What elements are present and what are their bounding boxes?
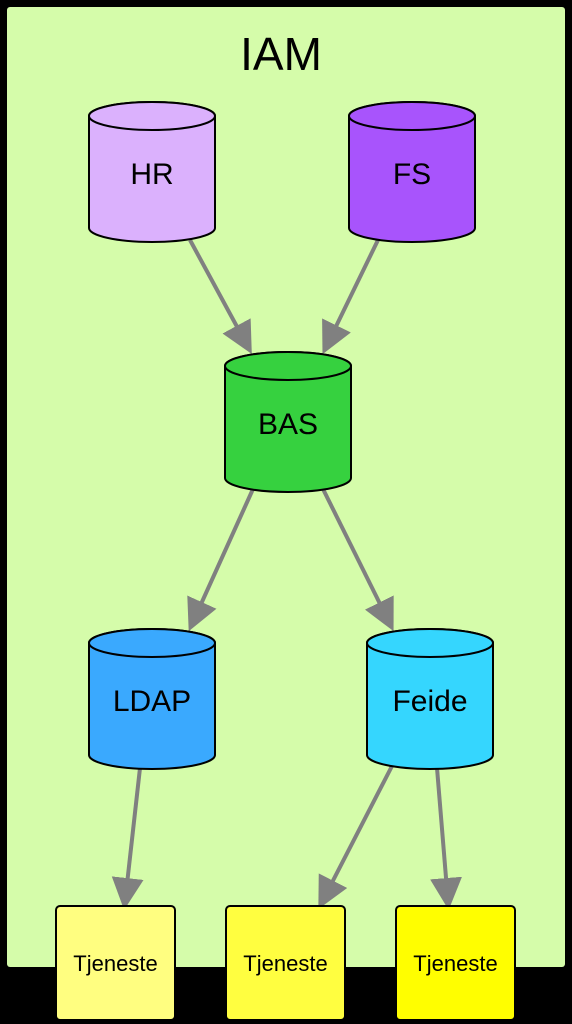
database-ldap-label: LDAP	[113, 685, 191, 718]
service-1-box: Tjeneste	[55, 905, 176, 1021]
database-hr-top	[88, 101, 216, 131]
diagram-title: IAM	[240, 28, 322, 80]
database-bas-top	[224, 351, 352, 381]
service-2-label: Tjeneste	[243, 951, 327, 976]
database-feide-top	[366, 628, 494, 658]
service-3-rect	[395, 905, 516, 1021]
database-hr-label: HR	[130, 158, 173, 191]
arrow-feide-to-service-2	[318, 765, 394, 910]
service-2-box: Tjeneste	[225, 905, 346, 1021]
database-hr: HR	[88, 101, 216, 243]
arrow-hr-to-bas	[188, 239, 252, 355]
arrow-ldap-to-service-1	[111, 767, 144, 910]
service-3-box: Tjeneste	[395, 905, 516, 1021]
arrow-feide-to-service-3	[430, 767, 462, 910]
database-fs: FS	[348, 101, 476, 243]
arrow-bas-to-ldap	[187, 488, 255, 632]
service-1-rect	[55, 905, 176, 1021]
arrow-bas-to-feide	[321, 488, 394, 632]
database-bas-label: BAS	[258, 408, 318, 441]
database-fs-label: FS	[393, 158, 431, 191]
database-feide: Feide	[366, 628, 494, 770]
database-ldap: LDAP	[88, 628, 216, 770]
service-2-rect	[225, 905, 346, 1021]
service-3-label: Tjeneste	[413, 951, 497, 976]
connections	[111, 239, 462, 910]
database-bas: BAS	[224, 351, 352, 493]
database-feide-label: Feide	[392, 685, 467, 718]
database-fs-top	[348, 101, 476, 131]
service-1-label: Tjeneste	[73, 951, 157, 976]
database-ldap-top	[88, 628, 216, 658]
arrow-fs-to-bas	[322, 239, 380, 355]
